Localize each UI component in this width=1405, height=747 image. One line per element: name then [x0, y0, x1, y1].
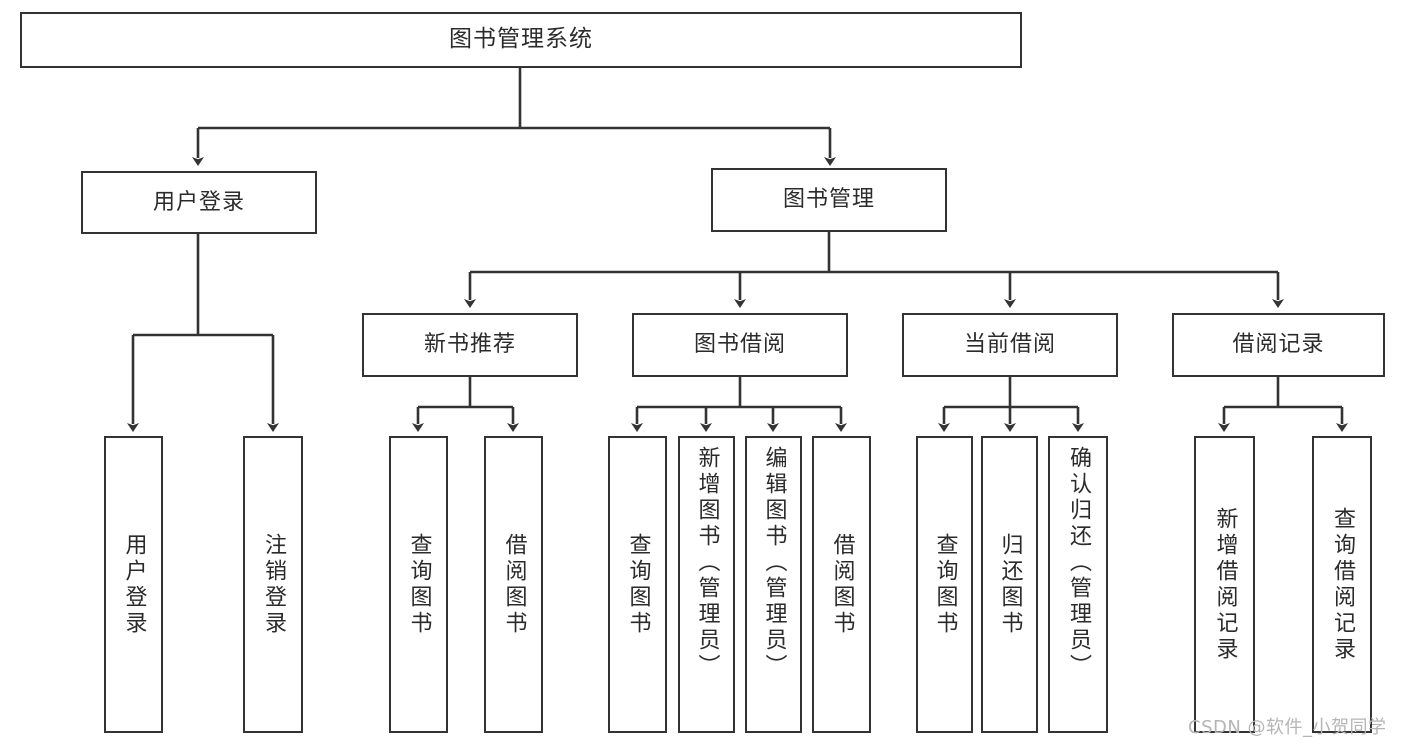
node-label: 查询图书 — [406, 532, 432, 637]
node-label: 新增图书（管理员） — [694, 446, 720, 680]
node-user-login[interactable]: 用户登录 — [81, 171, 317, 234]
node-borrow-record[interactable]: 借阅记录 — [1172, 313, 1385, 377]
leaf-user-login-login[interactable]: 用户登录 — [104, 436, 163, 733]
leaf-borrow-record-query-record[interactable]: 查询借阅记录 — [1312, 436, 1372, 733]
node-label: 查询图书 — [625, 532, 651, 637]
node-label: 图书管理系统 — [449, 26, 593, 53]
node-label: 确认归还（管理员） — [1065, 446, 1091, 680]
leaf-new-book-borrow-book[interactable]: 借阅图书 — [484, 436, 543, 733]
csdn-watermark: CSDN @软件_小贺同学 — [1188, 717, 1387, 738]
node-book-management[interactable]: 图书管理 — [711, 168, 947, 232]
node-label: 新书推荐 — [423, 332, 516, 358]
node-new-book-recommend[interactable]: 新书推荐 — [362, 313, 578, 377]
node-label: 新增借阅记录 — [1212, 506, 1238, 663]
node-label: 用户登录 — [152, 189, 245, 215]
node-label: 借阅记录 — [1232, 332, 1325, 358]
node-label: 注销登录 — [260, 532, 286, 637]
node-label: 借阅图书 — [501, 532, 527, 637]
node-label: 查询图书 — [932, 532, 958, 637]
leaf-borrow-record-add-record[interactable]: 新增借阅记录 — [1194, 436, 1255, 733]
node-label: 图书借阅 — [693, 332, 786, 358]
leaf-new-book-query-book[interactable]: 查询图书 — [389, 436, 448, 733]
node-current-borrow[interactable]: 当前借阅 — [902, 313, 1118, 377]
leaf-current-borrow-return-book[interactable]: 归还图书 — [981, 436, 1038, 733]
leaf-user-login-logout[interactable]: 注销登录 — [243, 436, 303, 733]
leaf-book-borrow-edit-book-admin[interactable]: 编辑图书（管理员） — [745, 436, 802, 733]
leaf-current-borrow-confirm-return-admin[interactable]: 确认归还（管理员） — [1048, 436, 1108, 733]
node-label: 查询借阅记录 — [1329, 506, 1355, 663]
node-root-book-management-system[interactable]: 图书管理系统 — [20, 12, 1022, 68]
leaf-current-borrow-query-book[interactable]: 查询图书 — [916, 436, 973, 733]
node-book-borrow[interactable]: 图书借阅 — [632, 313, 848, 377]
node-label: 当前借阅 — [963, 332, 1056, 358]
node-label: 用户登录 — [121, 532, 147, 637]
node-label: 编辑图书（管理员） — [761, 446, 787, 680]
node-label: 借阅图书 — [829, 532, 855, 637]
node-label: 归还图书 — [997, 532, 1023, 637]
node-label: 图书管理 — [782, 187, 875, 213]
leaf-book-borrow-add-book-admin[interactable]: 新增图书（管理员） — [678, 436, 735, 733]
leaf-book-borrow-query-book[interactable]: 查询图书 — [608, 436, 667, 733]
leaf-book-borrow-borrow-book[interactable]: 借阅图书 — [812, 436, 871, 733]
